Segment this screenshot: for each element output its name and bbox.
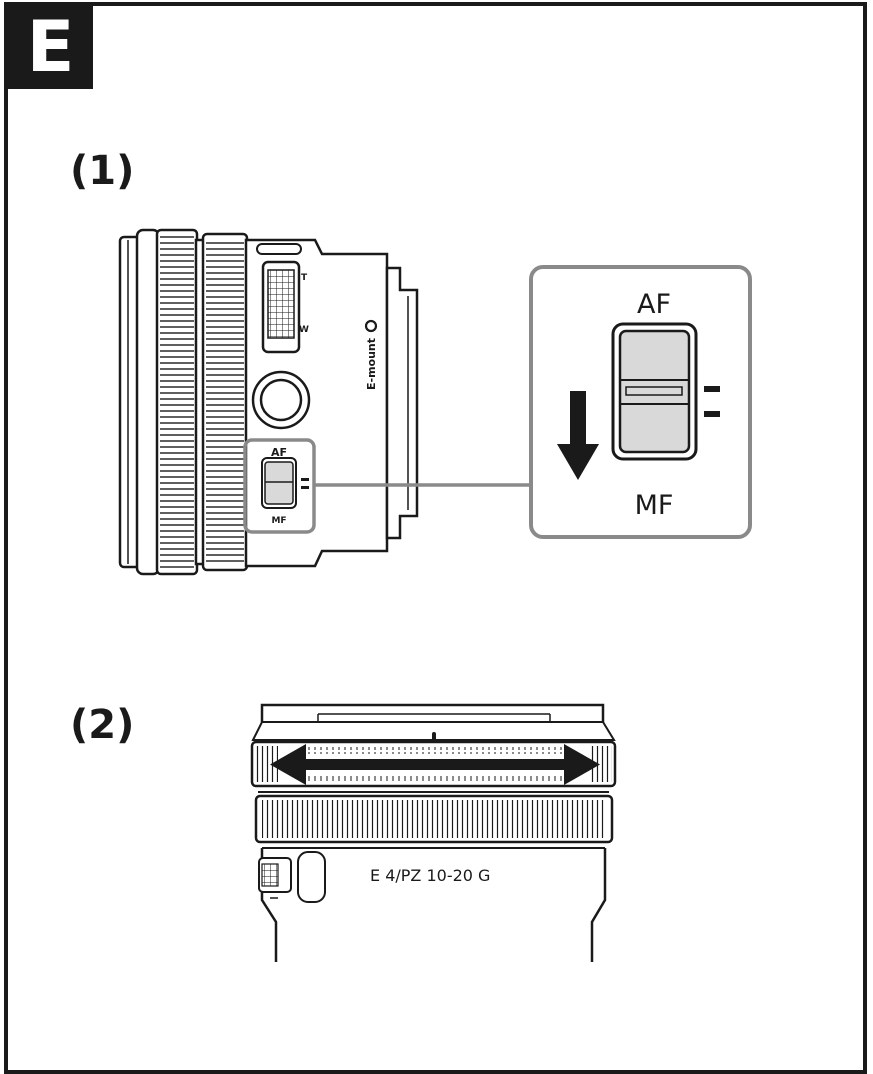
section-badge: E <box>8 6 93 89</box>
step-1-label: (1) <box>70 148 135 194</box>
switch-large-mf-label: MF <box>635 490 674 521</box>
switch-mark-icon <box>704 386 720 392</box>
switch-small-af-label: AF <box>271 446 287 459</box>
focus-hold-button-top[interactable] <box>297 851 326 903</box>
lens-top-view <box>250 703 617 962</box>
lens-side-view <box>118 228 533 576</box>
switch-callout <box>529 265 752 539</box>
rotate-double-arrow-icon <box>270 744 600 785</box>
zoom-tele-label: T <box>301 273 308 283</box>
section-letter: E <box>26 6 75 88</box>
mount-index-icon <box>364 319 378 333</box>
lens-model-label: E 4/PZ 10-20 G <box>370 866 490 885</box>
switch-large-af-label: AF <box>637 289 671 320</box>
step-2-label: (2) <box>70 702 135 748</box>
switch-small-mf-label: MF <box>271 516 286 526</box>
mount-label: E-mount <box>365 338 378 390</box>
slide-down-arrow-icon <box>557 391 599 480</box>
top-indicator-slot <box>256 243 302 255</box>
lens-mount <box>385 266 419 540</box>
index-mark-icon <box>432 732 436 742</box>
zoom-wide-label: W <box>299 325 309 335</box>
lens-front-barrel <box>135 228 161 576</box>
